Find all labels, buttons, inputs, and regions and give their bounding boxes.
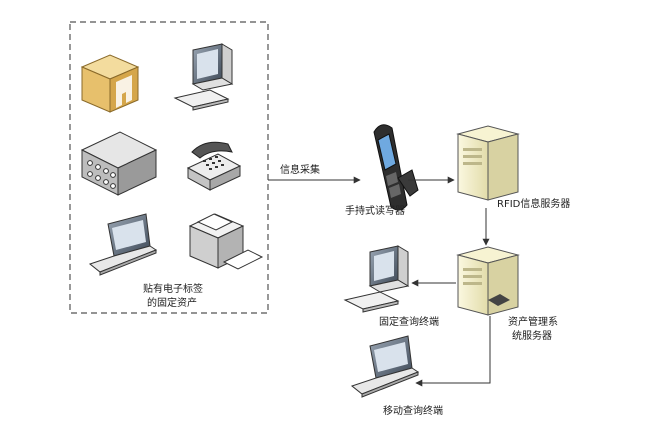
telephone-icon: [186, 141, 242, 191]
asset-server-label-line1: 资产管理系: [508, 317, 558, 328]
asset-server-label-line2: 统服务器: [512, 331, 552, 342]
fixed-terminal-label: 固定查询终端: [379, 317, 439, 328]
laptop-icon: [88, 213, 158, 276]
handheld-rfid-reader-icon: [373, 124, 419, 211]
info-collect-label: 信息采集: [280, 165, 320, 176]
assets-label-line2: 的固定资产: [147, 298, 197, 309]
network-switch-icon: [80, 131, 158, 196]
assets-group-border: [69, 21, 269, 314]
handheld-reader-label: 手持式读写器: [345, 206, 405, 217]
mobile-terminal-label: 移动查询终端: [383, 406, 443, 417]
asset-server-icon: [456, 246, 520, 316]
package-box-icon: [80, 54, 140, 113]
mobile-terminal-laptop-icon: [350, 335, 420, 398]
assets-label-line1: 贴有电子标签: [143, 284, 203, 295]
asset-server-to-mobile-terminal-arrow: [415, 316, 491, 387]
fixed-terminal-desktop-icon: [343, 245, 410, 313]
printer-fax-icon: [188, 213, 264, 270]
desktop-computer-icon: [173, 43, 234, 111]
rfid-server-icon: [456, 125, 520, 201]
rfid-server-label: RFID信息服务器: [497, 199, 571, 210]
